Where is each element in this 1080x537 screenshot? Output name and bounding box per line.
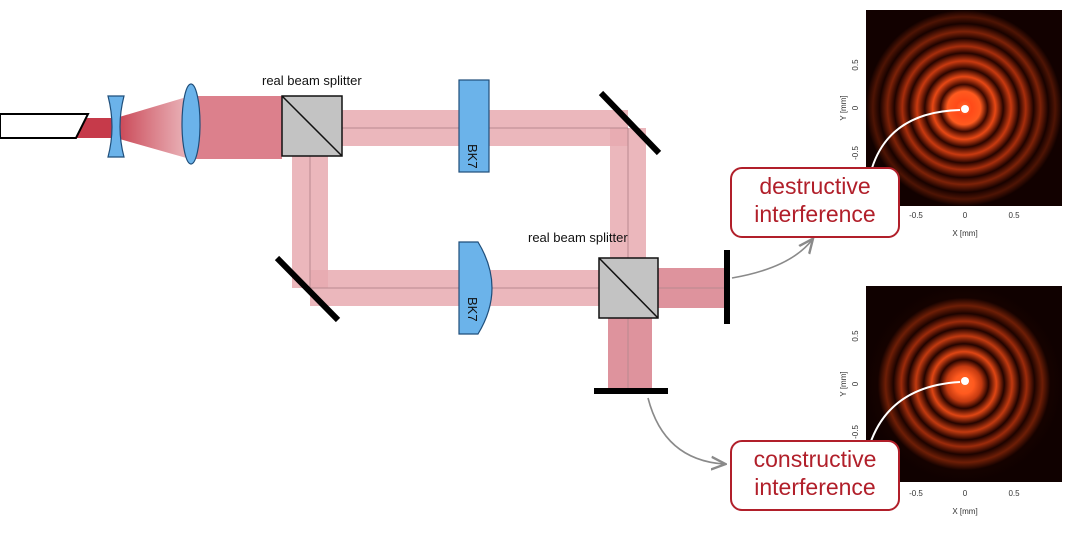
- plot-constructive-xtick: -0.5: [909, 489, 923, 498]
- plot-constructive-ytick: 0.5: [851, 330, 860, 342]
- splitter-top-label: real beam splitter: [262, 73, 362, 88]
- plot-destructive-marker: [961, 105, 969, 113]
- constructive-callout-line1: constructive: [753, 446, 877, 472]
- plot-destructive-xtick: 0.5: [1008, 211, 1020, 220]
- plot-constructive-xtick: 0: [963, 489, 968, 498]
- beam-paths: [76, 96, 724, 388]
- plot-destructive-ylabel: Y [mm]: [839, 95, 848, 120]
- plot-destructive-ytick: 0: [851, 105, 860, 110]
- plot-destructive-ytick: -0.5: [851, 146, 860, 160]
- concave-lens: [107, 95, 125, 158]
- plot-constructive-ytick: 0: [851, 381, 860, 386]
- plot-constructive-marker: [961, 377, 969, 385]
- output-down-beam: [608, 318, 652, 388]
- plot-destructive-xtick: 0: [963, 211, 968, 220]
- mirror-top-right: [598, 90, 662, 156]
- arrow-to-destructive: [731, 240, 812, 279]
- plot-destructive-ytick: 0.5: [851, 59, 860, 71]
- plot-destructive-xtick: -0.5: [909, 211, 923, 220]
- bk7-plate-top: [458, 79, 490, 173]
- constructive-callout-line2: interference: [754, 474, 876, 500]
- splitter-bottom-label: real beam splitter: [528, 230, 628, 245]
- beam-splitter-top: [281, 95, 343, 157]
- expanding-beam-cone: [116, 96, 190, 159]
- bk7-top-label: BK7: [465, 144, 480, 169]
- mirror-bottom-left: [274, 255, 341, 323]
- destructive-callout-line1: destructive: [759, 173, 871, 199]
- destructive-callout: destructive interference: [730, 167, 900, 238]
- plot-destructive: 0.5 0 -0.5 Y [mm] -0.5 0 0.5 X [mm]: [839, 10, 1062, 238]
- bk7-bottom-label: BK7: [465, 297, 480, 322]
- collimated-beam: [190, 96, 282, 159]
- laser-beam: [76, 118, 116, 138]
- convex-lens: [181, 83, 201, 165]
- plot-constructive-xlabel: X [mm]: [952, 507, 977, 516]
- destructive-callout-line2: interference: [754, 201, 876, 227]
- arrow-to-constructive: [647, 397, 724, 464]
- laser-source: [0, 113, 90, 139]
- plot-constructive-xtick: 0.5: [1008, 489, 1020, 498]
- beam-splitter-bottom: [598, 257, 659, 319]
- plot-constructive-ylabel: Y [mm]: [839, 371, 848, 396]
- plot-constructive-ytick: -0.5: [851, 425, 860, 439]
- plot-destructive-xlabel: X [mm]: [952, 229, 977, 238]
- constructive-callout: constructive interference: [730, 440, 900, 511]
- bk7-lens-bottom: [458, 241, 493, 335]
